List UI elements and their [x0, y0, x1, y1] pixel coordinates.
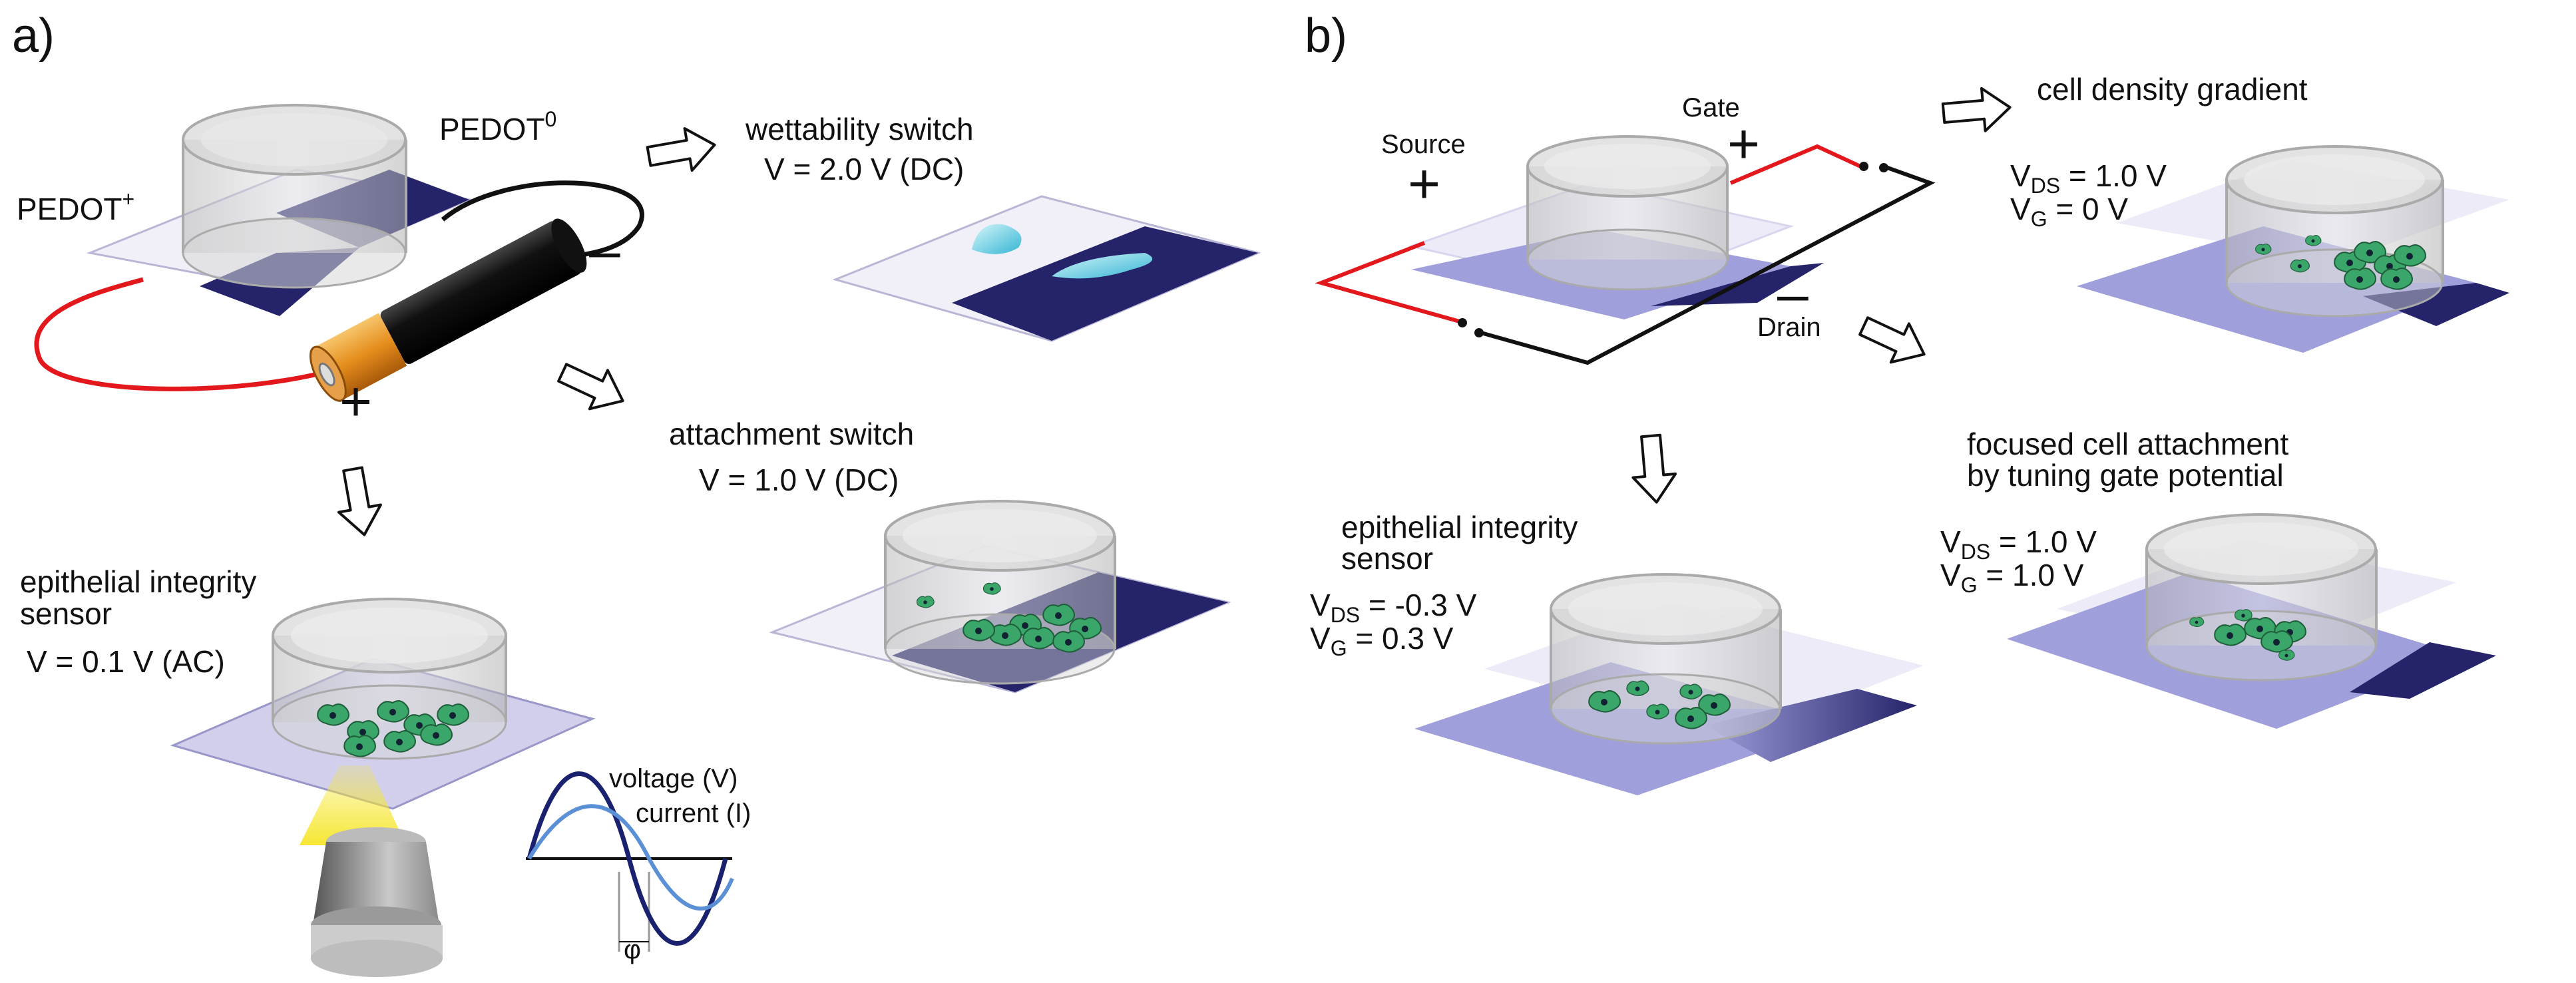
arrow-to-attachment — [552, 351, 634, 422]
panel-b-label: b) — [1305, 9, 1347, 63]
drain-label: Drain — [1757, 313, 1821, 342]
arrow-to-epithelial-a — [330, 464, 387, 540]
attachment-title: attachment switch — [669, 417, 914, 451]
microscope-beam — [300, 765, 406, 845]
epithelial-a-line1: epithelial integrity — [20, 564, 256, 599]
arrow-to-gradient — [1940, 85, 2014, 136]
droplet-hydrophilic — [972, 224, 1022, 254]
droplet-spread — [1052, 253, 1153, 279]
voltage-label: voltage (V) — [609, 764, 738, 793]
focused-line1: focused cell attachment — [1967, 427, 2288, 461]
drain-minus: – — [1777, 262, 1809, 325]
microscope-objective-icon — [311, 827, 443, 977]
epithelial-b-vg: VG = 0.3 V — [1310, 621, 1454, 660]
focused-vds: VDS = 1.0 V — [1940, 524, 2097, 564]
epithelial-b-vds: VDS = -0.3 V — [1310, 588, 1477, 627]
drain-wire — [1480, 164, 1936, 365]
panel-a-well — [182, 104, 407, 289]
source-label: Source — [1381, 130, 1466, 159]
arrow-to-wettability — [644, 122, 720, 179]
wettability-value: V = 2.0 V (DC) — [764, 152, 964, 186]
gradient-well — [2225, 145, 2444, 317]
transistor-well — [1526, 135, 1729, 291]
focused-well — [2145, 513, 2378, 682]
gate-contact-left — [1859, 162, 1868, 171]
phase-label: φ — [624, 935, 641, 964]
epithelial-b-line1: epithelial integrity — [1341, 510, 1578, 544]
negative-wire — [441, 180, 644, 259]
voltage-curve — [527, 771, 728, 946]
gate-label: Gate — [1682, 93, 1740, 122]
wettability-title: wettability switch — [745, 112, 974, 146]
epithelial-b-line2: sensor — [1341, 541, 1433, 576]
attachment-value: V = 1.0 V (DC) — [699, 463, 899, 497]
source-plus: + — [1408, 152, 1440, 215]
pedot-zero-label: PEDOT0 — [439, 107, 556, 146]
current-curve — [527, 804, 734, 911]
gate-contact-right — [1879, 163, 1888, 172]
arrow-to-epithelial-b — [1628, 433, 1679, 506]
gradient-vg: VG = 0 V — [2010, 192, 2128, 231]
wettability-substrate — [832, 195, 1261, 342]
current-label: current (I) — [636, 799, 751, 828]
panel-a-label: a) — [12, 9, 55, 63]
gradient-vds: VDS = 1.0 V — [2010, 158, 2167, 198]
switch-contact-left — [1458, 318, 1467, 327]
focused-vg: VG = 1.0 V — [1940, 558, 2084, 597]
pedot-plus-label: PEDOT+ — [17, 187, 134, 226]
battery-minus-sign: – — [589, 219, 620, 282]
attachment-well — [884, 500, 1116, 685]
battery-icon — [309, 218, 587, 402]
battery-plus-sign: + — [339, 370, 372, 433]
gate-wire — [1729, 144, 1862, 185]
epithelial-b-well — [1550, 573, 1782, 745]
impedance-plot — [526, 771, 734, 952]
source-wire — [1315, 241, 1465, 325]
focused-line2: by tuning gate potential — [1967, 458, 2284, 492]
switch-contact-right — [1474, 328, 1484, 337]
epithelial-a-line2: sensor — [20, 596, 112, 631]
gate-plus: + — [1727, 112, 1760, 175]
gradient-title: cell density gradient — [2037, 72, 2308, 106]
epithelial-a-value: V = 0.1 V (AC) — [27, 644, 225, 679]
positive-wire — [34, 277, 374, 391]
arrow-to-focused — [1853, 305, 1935, 375]
